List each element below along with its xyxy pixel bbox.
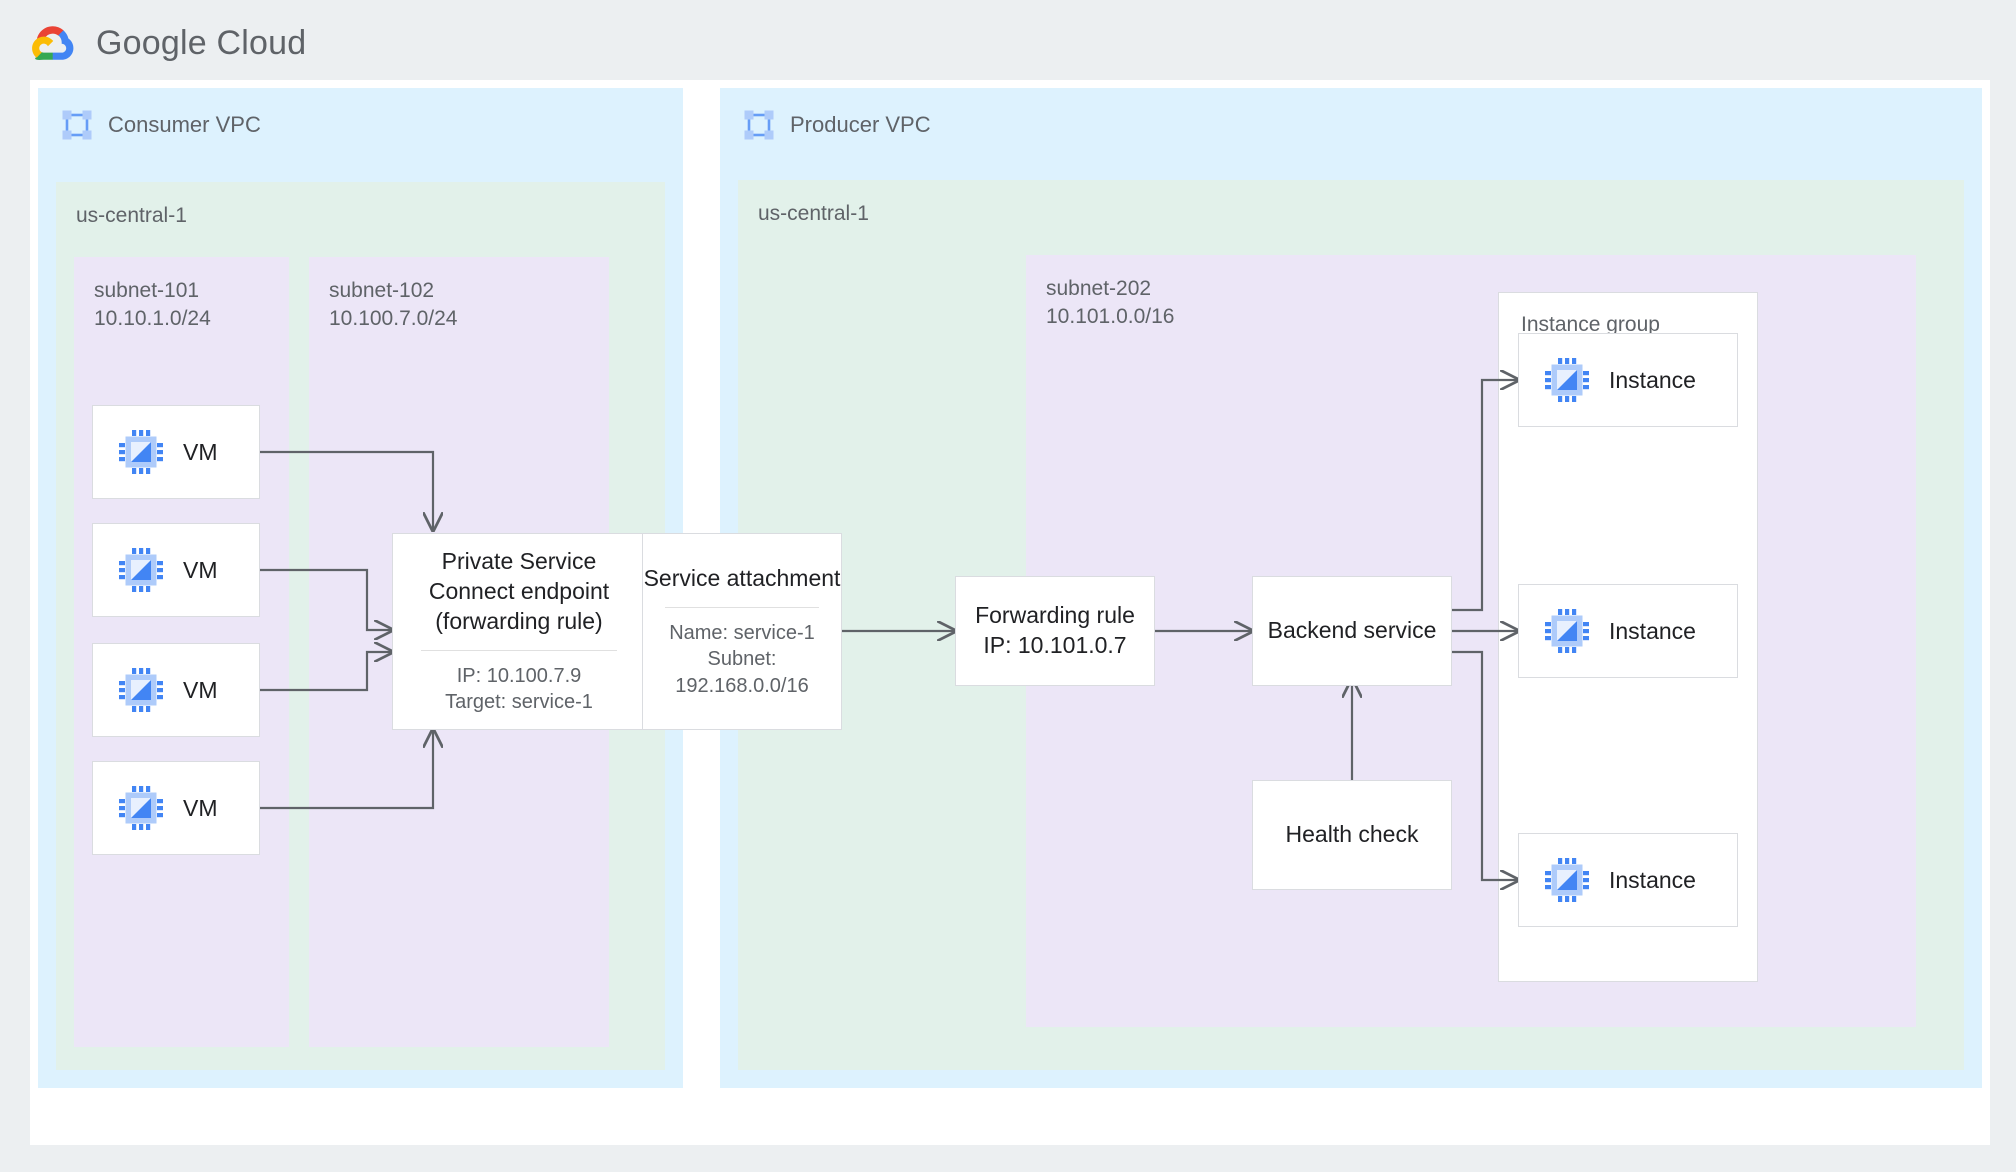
subnet-102-name: subnet-102	[329, 279, 435, 302]
service-attachment-subnet-label: Subnet:	[707, 648, 777, 671]
service-attachment-name: Name: service-1	[669, 621, 815, 644]
vm-label-2: VM	[183, 556, 218, 583]
brand-name-google: Google	[96, 23, 207, 62]
consumer-region-label: us-central-1	[76, 204, 187, 227]
vm-box-4[interactable]: VM	[92, 761, 260, 855]
vpc-network-icon	[62, 110, 92, 140]
vm-box-3[interactable]: VM	[92, 643, 260, 737]
subnet-101-label: subnet-101 10.10.1.0/24	[94, 277, 211, 332]
vm-instance-icon	[119, 548, 163, 592]
instance-label-2: Instance	[1609, 617, 1696, 644]
psc-endpoint-title-line1: Private Service	[441, 548, 597, 575]
divider	[420, 649, 618, 651]
page-header: Google Cloud	[30, 22, 306, 64]
backend-service-title: Backend service	[1267, 617, 1437, 644]
forwarding-rule-ip: IP: 10.101.0.7	[983, 632, 1127, 658]
subnet-101-cidr: 10.10.1.0/24	[94, 306, 211, 330]
consumer-vpc-label: Consumer VPC	[108, 112, 261, 137]
subnet-202-cidr: 10.101.0.0/16	[1046, 304, 1175, 328]
subnet-202-name: subnet-202	[1046, 277, 1152, 300]
health-check-node[interactable]: Health check	[1252, 780, 1452, 890]
service-attachment-details: Name: service-1 Subnet: 192.168.0.0/16	[669, 620, 815, 699]
psc-endpoint-ip: IP: 10.100.7.9	[456, 664, 582, 687]
subnet-202-label: subnet-202 10.101.0.0/16	[1046, 275, 1174, 330]
vm-instance-icon	[119, 430, 163, 474]
vm-label-4: VM	[183, 794, 218, 821]
subnet-101-name: subnet-101	[94, 279, 200, 302]
vm-box-2[interactable]: VM	[92, 523, 260, 617]
backend-service-node[interactable]: Backend service	[1252, 576, 1452, 686]
forwarding-rule-node[interactable]: Forwarding rule IP: 10.101.0.7	[955, 576, 1155, 686]
vm-instance-icon	[1545, 609, 1589, 653]
vm-label-3: VM	[183, 676, 218, 703]
producer-region-label: us-central-1	[758, 202, 869, 225]
subnet-102-label: subnet-102 10.100.7.0/24	[329, 277, 457, 332]
psc-endpoint-title: Private Service Connect endpoint (forwar…	[429, 547, 609, 637]
instance-box-2[interactable]: Instance	[1518, 584, 1738, 678]
vm-instance-icon	[119, 786, 163, 830]
instance-label-1: Instance	[1609, 366, 1696, 393]
health-check-title: Health check	[1285, 821, 1419, 848]
subnet-202-container: subnet-202 10.101.0.0/16 Instance group	[1026, 255, 1916, 1027]
vm-instance-icon	[1545, 358, 1589, 402]
producer-vpc-label: Producer VPC	[790, 112, 931, 137]
vm-instance-icon	[119, 668, 163, 712]
producer-vpc-header: Producer VPC	[744, 110, 931, 140]
divider	[664, 606, 820, 608]
forwarding-rule-title-line1: Forwarding rule	[975, 602, 1135, 629]
psc-endpoint-node[interactable]: Private Service Connect endpoint (forwar…	[392, 533, 646, 730]
psc-endpoint-title-line2: Connect endpoint	[428, 578, 610, 605]
forwarding-rule-title: Forwarding rule IP: 10.101.0.7	[975, 601, 1135, 661]
instance-group-label: Instance group	[1521, 313, 1660, 336]
instance-box-3[interactable]: Instance	[1518, 833, 1738, 927]
vm-box-1[interactable]: VM	[92, 405, 260, 499]
instance-label-3: Instance	[1609, 866, 1696, 893]
diagram-sheet: Consumer VPC us-central-1 subnet-101 10.1…	[30, 80, 1990, 1145]
service-attachment-title: Service attachment	[643, 564, 841, 591]
service-attachment-subnet-cidr: 192.168.0.0/16	[675, 674, 809, 697]
subnet-102-cidr: 10.100.7.0/24	[329, 306, 458, 330]
psc-endpoint-details: IP: 10.100.7.9 Target: service-1	[445, 663, 593, 716]
vm-label-1: VM	[183, 438, 218, 465]
brand-name-cloud: Cloud	[216, 23, 307, 62]
brand-wordmark: Google Cloud	[96, 24, 306, 63]
service-attachment-node[interactable]: Service attachment Name: service-1 Subne…	[642, 533, 842, 730]
vm-instance-icon	[1545, 858, 1589, 902]
instance-box-1[interactable]: Instance	[1518, 333, 1738, 427]
google-cloud-logo	[30, 22, 78, 64]
psc-endpoint-title-line3: (forwarding rule)	[435, 608, 603, 635]
consumer-vpc-header: Consumer VPC	[62, 110, 261, 140]
vpc-network-icon	[744, 110, 774, 140]
psc-endpoint-target: Target: service-1	[445, 691, 593, 714]
